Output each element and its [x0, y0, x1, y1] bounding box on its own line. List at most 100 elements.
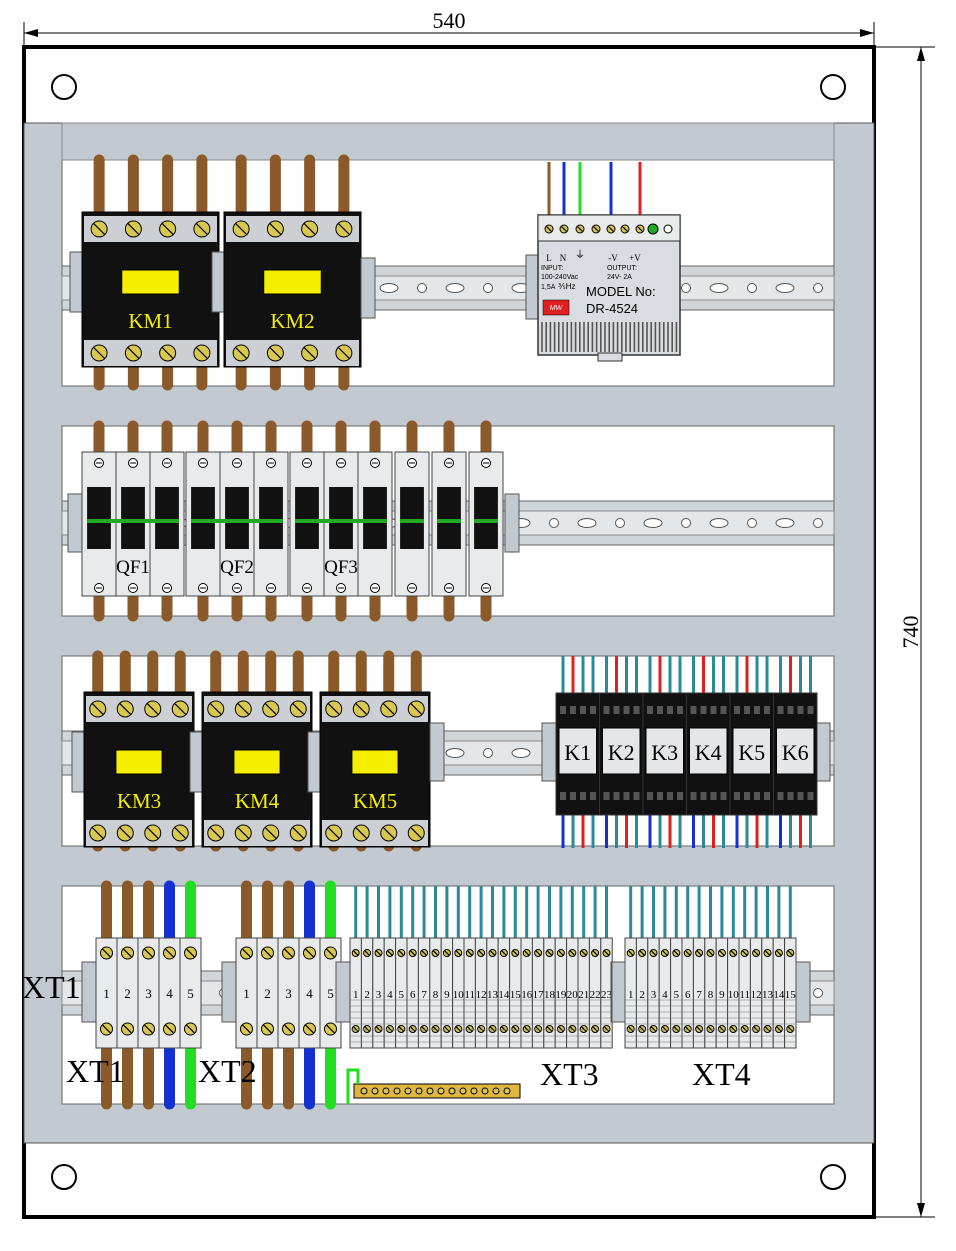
terminal-number: 4: [662, 989, 668, 1001]
rail-slot: [709, 283, 729, 293]
breaker-handle: [191, 487, 215, 549]
breaker-handle: [329, 487, 353, 549]
end-stop: [221, 961, 237, 1023]
screw-slot: [269, 346, 282, 360]
relay-label: K5: [738, 740, 765, 765]
screw-slot: [269, 222, 282, 236]
relay-terminal: [590, 792, 596, 800]
relay-terminal: [720, 706, 727, 714]
terminal-number: 4: [166, 986, 173, 1001]
relay-terminal: [787, 706, 794, 714]
terminal-number: 12: [751, 989, 762, 1001]
screw-slot: [119, 702, 132, 716]
screw-slot: [787, 1026, 794, 1032]
screw-slot: [421, 1026, 427, 1032]
relay-terminal: [603, 792, 610, 800]
screw-slot: [696, 1026, 702, 1032]
screw-slot: [143, 1024, 154, 1034]
psu-input-range: 100-240Vac: [541, 274, 579, 281]
screw-slot: [523, 1026, 530, 1032]
breaker-handle: [87, 487, 111, 549]
screw-slot: [558, 950, 564, 956]
relay-terminal: [734, 706, 740, 714]
relay-terminal: [613, 792, 620, 800]
screw-slot: [684, 950, 691, 956]
relay-face: [558, 727, 597, 775]
relay-terminal: [744, 792, 750, 800]
relay-terminal: [807, 706, 814, 714]
end-stop: [611, 961, 626, 1023]
screw-slot: [382, 702, 395, 716]
contactor-window: [121, 269, 180, 295]
screw-slot: [398, 950, 405, 956]
terminal-number: 22: [590, 989, 601, 1001]
relay-terminal: [710, 706, 717, 714]
terminal-number: 1: [103, 986, 110, 1001]
relay-terminal: [633, 792, 640, 800]
screw-slot: [501, 1026, 507, 1032]
screw-slot: [409, 1026, 416, 1032]
rail-slot: [681, 283, 691, 293]
screw-slot: [387, 1026, 393, 1032]
earth-bar-screw-icon: [448, 1087, 456, 1095]
terminal-number: 10: [453, 989, 465, 1001]
screw-slot: [364, 950, 370, 956]
earth-bar-screw-icon: [393, 1087, 401, 1095]
screw-slot: [545, 225, 553, 233]
screw-slot: [164, 948, 175, 958]
relay-face: [776, 727, 815, 775]
screw-slot: [387, 950, 393, 956]
relay-terminal: [580, 706, 586, 714]
terminal-number: 1: [353, 989, 359, 1001]
relay-face: [602, 727, 641, 775]
block-label-xt1: XT1: [66, 1053, 125, 1089]
relay-terminal: [777, 706, 784, 714]
mount-hole-tr: [820, 74, 846, 100]
screw-slot: [627, 950, 634, 956]
screw-slot: [375, 950, 382, 956]
terminal-number: 5: [187, 986, 194, 1001]
psu-term-n: N: [560, 253, 567, 263]
screw-slot: [241, 948, 252, 958]
screw-slot: [560, 225, 568, 233]
psu-model: DR-4524: [586, 301, 638, 316]
dimension-width: 540: [23, 8, 875, 47]
relay-terminal: [667, 706, 673, 714]
screw-slot: [455, 950, 462, 956]
screw-slot: [741, 950, 748, 956]
screw-slot: [730, 950, 737, 956]
psu-earth-icon: ⏚: [575, 249, 585, 261]
earth-bar-screw-icon: [371, 1087, 379, 1095]
screw-slot: [101, 1024, 112, 1034]
relay-terminal: [734, 792, 740, 800]
block-label-xt4: XT4: [692, 1056, 751, 1092]
relay-terminal: [744, 706, 750, 714]
screw-slot: [707, 950, 714, 956]
relay-terminal: [657, 792, 663, 800]
screw-slot: [292, 702, 305, 716]
earth-wire: [346, 1068, 360, 1104]
terminal-number: 3: [145, 986, 152, 1001]
screw-slot: [639, 1026, 645, 1032]
screw-slot: [607, 225, 615, 233]
screw-slot: [195, 222, 208, 236]
breaker-handle: [437, 487, 461, 549]
terminal-number: 3: [651, 989, 657, 1001]
relay-terminal: [667, 792, 673, 800]
breaker-handle: [474, 487, 498, 549]
screw-slot: [621, 225, 629, 233]
relay-terminal: [777, 792, 784, 800]
screw-slot: [119, 826, 132, 840]
rail-slot: [577, 518, 597, 528]
screw-slot: [466, 1026, 473, 1032]
screw-slot: [444, 1026, 450, 1032]
relay-terminal: [754, 792, 760, 800]
screw-slot: [325, 948, 336, 958]
mount-hole-bl: [51, 1164, 77, 1190]
screw-slot: [753, 1026, 759, 1032]
terminal-number: 14: [773, 989, 785, 1001]
